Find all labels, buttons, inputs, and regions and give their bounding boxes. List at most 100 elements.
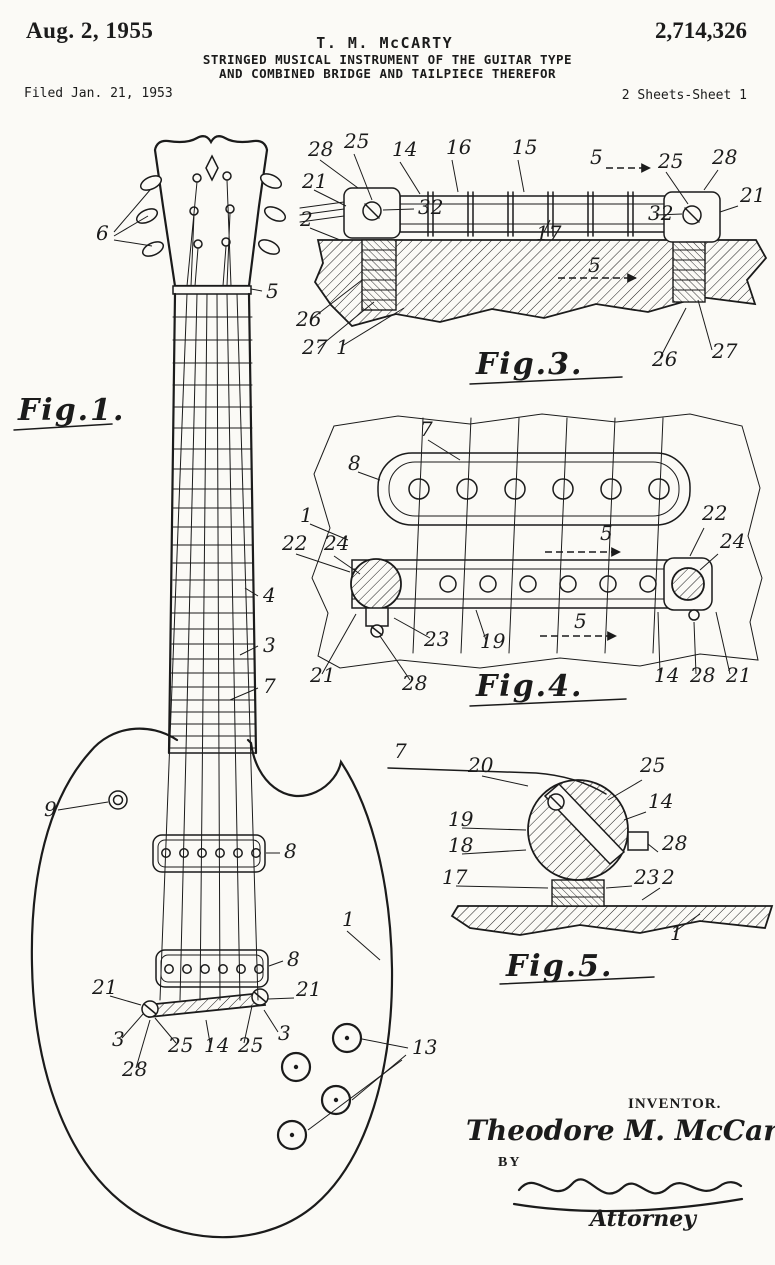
ref-numeral: 5 xyxy=(590,145,603,169)
tuner-post xyxy=(226,205,234,213)
fig1-label: Fig.1. xyxy=(17,393,125,428)
ref-numeral: 14 xyxy=(204,1033,229,1057)
ref-numeral: 26 xyxy=(651,347,678,371)
patent-date: Aug. 2, 1955 xyxy=(26,18,153,44)
ref-numeral: 8 xyxy=(284,839,297,863)
ref-numeral: 28 xyxy=(661,831,687,855)
leader-line xyxy=(704,170,718,190)
anchor-bushing xyxy=(673,240,705,302)
tuner-buttons xyxy=(134,171,287,259)
selector-ring xyxy=(109,791,127,809)
mount-stud xyxy=(552,880,604,906)
ref-numeral: 7 xyxy=(394,739,407,763)
fig4-label: Fig.4. xyxy=(475,669,583,704)
leader-line xyxy=(358,472,380,480)
stud-screw xyxy=(689,610,699,620)
fig4: Fig.4. 781222422245521282319142821 xyxy=(281,414,762,706)
knob-center xyxy=(290,1133,294,1137)
ref-numeral: 21 xyxy=(295,977,321,1001)
fig5: Fig.5. 7202514191828172321 xyxy=(388,739,772,984)
ref-numeral: 25 xyxy=(639,753,665,777)
ref-numeral: 9 xyxy=(44,797,57,821)
tuner-button xyxy=(134,206,159,226)
leader-line xyxy=(362,1039,408,1048)
ref-numeral: 22 xyxy=(701,501,727,525)
ref-numeral: 25 xyxy=(167,1033,193,1057)
tuner-post xyxy=(223,172,231,180)
ref-numeral: 7 xyxy=(420,417,433,441)
fig3-drawing xyxy=(300,168,766,326)
knob-center xyxy=(294,1065,298,1069)
ref-numeral: 28 xyxy=(711,145,737,169)
ref-numeral: 5 xyxy=(600,521,613,545)
ref-numeral: 22 xyxy=(281,531,307,555)
ref-numeral: 3 xyxy=(263,633,276,657)
leader-line xyxy=(264,1010,278,1032)
leader-line xyxy=(698,300,712,350)
ref-numeral: 13 xyxy=(412,1035,437,1059)
tuner-button xyxy=(140,239,165,259)
leader-line xyxy=(245,588,258,596)
ref-numeral: 32 xyxy=(418,195,443,219)
leader-line xyxy=(114,240,152,246)
ref-numeral: 17 xyxy=(442,865,468,889)
leader-line xyxy=(456,886,548,888)
leader-line xyxy=(269,961,283,966)
ref-numeral: 21 xyxy=(301,169,327,193)
ref-numeral: 14 xyxy=(392,137,417,161)
ref-numeral: 21 xyxy=(91,975,117,999)
by-label: BY xyxy=(498,1155,521,1170)
tuner-post xyxy=(193,174,201,182)
ref-numeral: 1 xyxy=(342,907,355,931)
pivot-boss xyxy=(351,559,401,609)
ref-numeral: 21 xyxy=(739,183,765,207)
leader-line xyxy=(347,931,380,960)
leader-line xyxy=(251,289,262,291)
ref-numeral: 14 xyxy=(654,663,679,687)
ref-numeral: 3 xyxy=(278,1021,291,1045)
pivot-boss xyxy=(672,568,704,600)
ref-numeral: 7 xyxy=(263,674,276,698)
leader-line xyxy=(624,812,646,820)
guitar-nut xyxy=(173,286,251,294)
ref-numeral: 8 xyxy=(348,451,361,475)
ref-numeral: 1 xyxy=(300,503,313,527)
ref-numeral: 3 xyxy=(112,1027,125,1051)
attorney-caption: Attorney xyxy=(588,1206,698,1232)
headstock-strings xyxy=(187,180,231,286)
leader-line xyxy=(122,1014,143,1038)
leader-line xyxy=(58,802,108,810)
ref-numeral: 27 xyxy=(301,335,328,359)
bridge-bar xyxy=(352,560,700,608)
bridge-pickup xyxy=(156,950,268,987)
leader-line xyxy=(296,554,350,572)
ref-numeral: 8 xyxy=(287,947,300,971)
guitar-top-section xyxy=(452,906,772,935)
drawing-sheet: Fig.1. 6543798182121325142532813 xyxy=(0,108,775,1265)
ref-numeral: 32 xyxy=(648,201,673,225)
ref-numeral: 5 xyxy=(574,609,587,633)
mount-stud xyxy=(366,608,388,626)
ref-numeral: 16 xyxy=(446,135,472,159)
ref-numeral: 19 xyxy=(448,807,474,831)
inventor-signature: Theodore M. McCarty xyxy=(466,1114,775,1147)
leader-line xyxy=(518,160,524,192)
knob-center xyxy=(334,1098,338,1102)
ref-numeral: 28 xyxy=(401,671,427,695)
ref-numeral: 2 xyxy=(299,207,313,231)
ref-numeral: 28 xyxy=(689,663,715,687)
fig3-label: Fig.3. xyxy=(475,347,583,382)
leader-line xyxy=(482,776,528,786)
ref-numeral: 27 xyxy=(711,339,738,363)
ref-numeral: 19 xyxy=(480,629,506,653)
ref-numeral: 18 xyxy=(448,833,473,857)
ref-numeral: 25 xyxy=(343,129,369,153)
filed-date: Filed Jan. 21, 1953 xyxy=(24,86,173,101)
leader-line xyxy=(642,888,660,900)
ref-numeral: 15 xyxy=(512,135,537,159)
signature-block: INVENTOR. Theodore M. McCarty BY Attorne… xyxy=(466,1096,775,1232)
leader-line xyxy=(720,206,738,212)
ref-numeral: 20 xyxy=(467,753,494,777)
ref-numeral: 24 xyxy=(719,529,745,553)
combined-bridge-tailpiece xyxy=(142,989,268,1017)
